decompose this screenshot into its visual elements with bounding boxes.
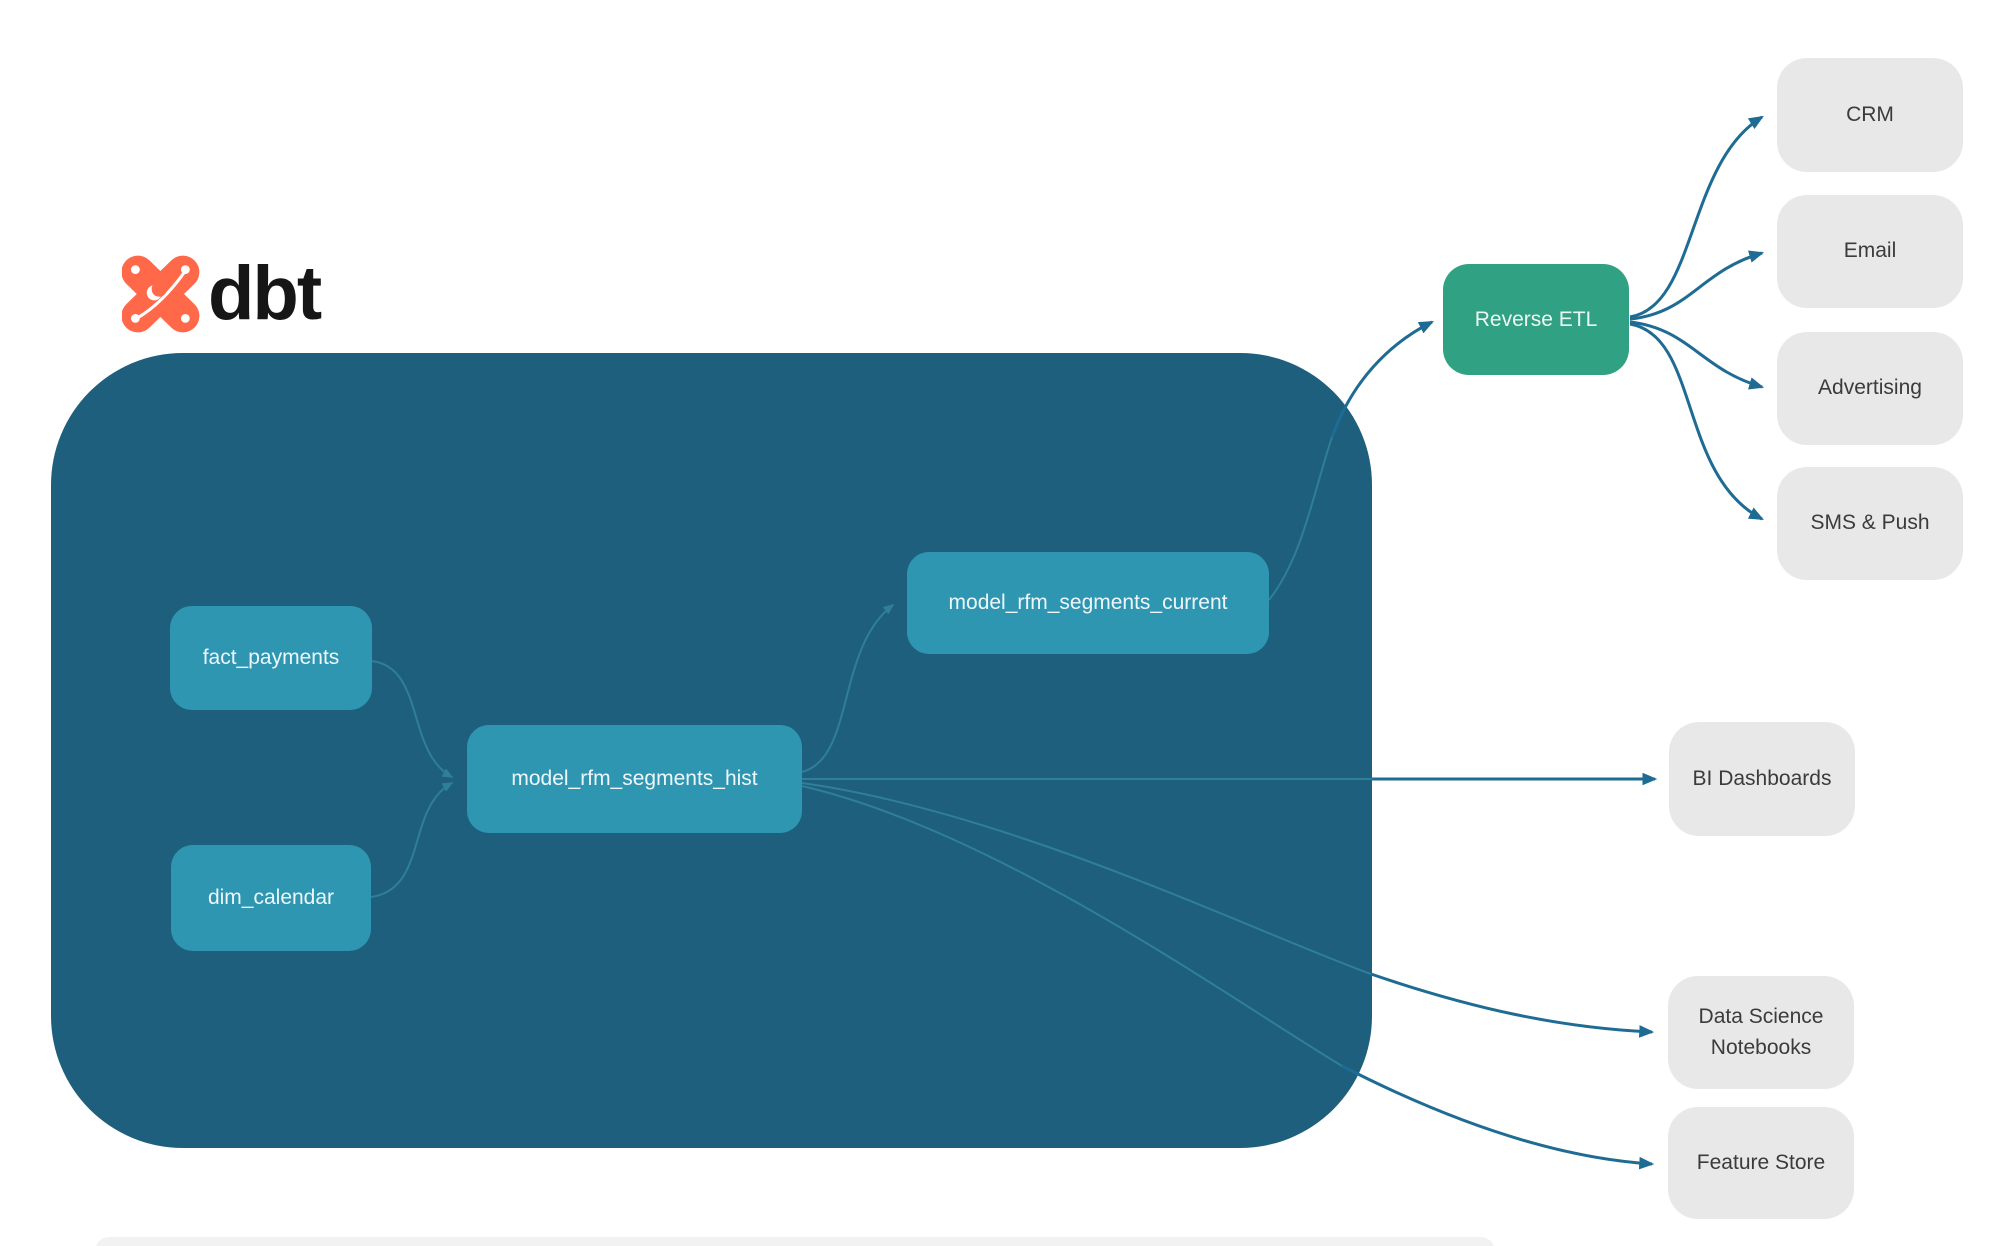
node-label: fact_payments	[202, 646, 340, 669]
dbt-star-icon	[122, 255, 200, 333]
node-fact-payments: fact_payments	[170, 606, 372, 710]
edge-reverse-etl-to-advertising	[1629, 320, 1765, 390]
node-reverse-etl: Reverse ETL	[1443, 264, 1629, 375]
node-model-rfm-segments-hist: model_rfm_segments_hist	[467, 725, 802, 833]
edge-dim-calendar-to-hist	[370, 782, 454, 898]
node-label: dim_calendar	[207, 886, 335, 909]
node-model-rfm-segments-current: model_rfm_segments_current	[907, 552, 1269, 654]
node-label: model_rfm_segments_current	[948, 591, 1228, 614]
node-label: Feature Store	[1696, 1150, 1826, 1174]
edge-reverse-etl-to-crm	[1629, 115, 1764, 319]
edge-fact-payments-to-hist	[371, 660, 454, 778]
edge-current-to-reverse-etl-inside	[1268, 436, 1333, 601]
node-dim-calendar: dim_calendar	[171, 845, 371, 951]
node-label: Email	[1843, 239, 1897, 263]
node-data-science-notebooks: Data Science Notebooks	[1668, 976, 1854, 1089]
dbt-wordmark: dbt	[208, 251, 322, 336]
node-label: Advertising	[1818, 376, 1922, 400]
node-email: Email	[1777, 195, 1963, 308]
edge-reverse-etl-to-sms-push	[1629, 322, 1764, 521]
dbt-logo: dbt	[122, 251, 322, 336]
node-advertising: Advertising	[1777, 332, 1963, 445]
node-label: BI Dashboards	[1692, 766, 1832, 790]
node-label: SMS & Push	[1810, 511, 1930, 535]
edge-hist-to-feature-store-inside	[801, 785, 1343, 1067]
edge-hist-to-data-science-notebooks	[1370, 972, 1655, 1038]
node-feature-store: Feature Store	[1668, 1107, 1854, 1219]
edge-reverse-etl-to-email	[1629, 250, 1765, 321]
edge-hist-to-feature-store	[1341, 1064, 1655, 1170]
node-sms-push: SMS & Push	[1777, 467, 1963, 580]
node-label: CRM	[1846, 102, 1894, 126]
node-label: Data Science Notebooks	[1698, 1005, 1824, 1059]
edge-hist-to-notebooks-inside	[801, 782, 1372, 975]
node-bi-dashboards: BI Dashboards	[1669, 722, 1855, 836]
edge-hist-to-current	[801, 604, 895, 773]
node-label: Reverse ETL	[1474, 307, 1598, 331]
edge-current-to-reverse-etl	[1330, 320, 1435, 438]
next-container-peek	[95, 1237, 1495, 1246]
node-label: model_rfm_segments_hist	[511, 767, 758, 790]
node-crm: CRM	[1777, 58, 1963, 172]
